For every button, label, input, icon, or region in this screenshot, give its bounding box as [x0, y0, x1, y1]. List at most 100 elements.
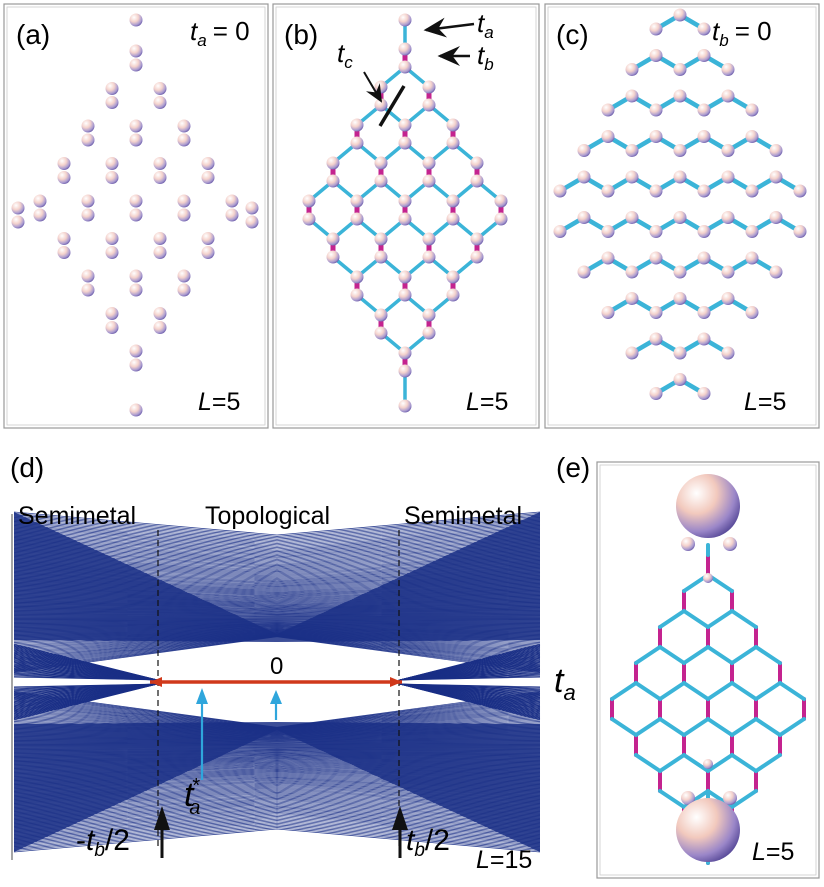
panel-e-label: (e) [556, 452, 590, 483]
tstar-label: t*a [184, 775, 200, 819]
lattice-site-sphere [674, 292, 687, 305]
lattice-site-sphere [447, 213, 460, 226]
lattice-bond [708, 719, 732, 735]
lattice-site-sphere [602, 225, 615, 238]
panel-d-label: (d) [10, 452, 44, 483]
panel-a-param: ta= 0 [190, 16, 250, 50]
lattice-site-sphere [650, 23, 663, 36]
lattice-site-sphere [681, 537, 695, 551]
lattice-site-sphere [722, 144, 735, 157]
lattice-site-sphere [399, 119, 412, 132]
panel-b: (b) ta tb tc L=5 [284, 8, 508, 416]
lattice-site-sphere [202, 232, 215, 245]
lattice-site-sphere [770, 211, 783, 224]
lattice-site-sphere [423, 327, 436, 340]
lattice-site-sphere [154, 171, 167, 184]
lattice-site-sphere [351, 119, 364, 132]
lattice-site-sphere [602, 306, 615, 319]
panel-e-sites [681, 537, 737, 805]
lattice-site-sphere [178, 270, 191, 283]
tb-label: tb [477, 40, 494, 74]
lattice-site-sphere [34, 195, 47, 208]
lattice-site-sphere [246, 216, 259, 229]
lattice-site-sphere [770, 171, 783, 184]
lattice-bond [612, 683, 636, 699]
lattice-bond [684, 647, 708, 663]
lattice-site-sphere [130, 45, 143, 58]
lattice-site-sphere [34, 209, 47, 222]
lattice-site-sphere [12, 216, 25, 229]
tstar-arrow-head [196, 688, 208, 704]
lattice-site-sphere [674, 9, 687, 22]
lattice-bond [660, 719, 684, 735]
right-transition-label: tb/2 [406, 824, 450, 861]
lattice-site-sphere [106, 82, 119, 95]
bottom-edge-state-sphere [676, 798, 740, 862]
lattice-site-sphere [351, 271, 364, 284]
lattice-site-sphere [650, 306, 663, 319]
lattice-site-sphere [722, 292, 735, 305]
lattice-site-sphere [794, 225, 807, 238]
lattice-site-sphere [746, 130, 759, 143]
lattice-site-sphere [399, 289, 412, 302]
lattice-site-sphere [770, 266, 783, 279]
panel-a-lattice [12, 14, 259, 417]
lattice-site-sphere [602, 185, 615, 198]
lattice-site-sphere [626, 63, 639, 76]
lattice-site-sphere [554, 225, 567, 238]
panel-c-size: L=5 [744, 388, 786, 416]
lattice-bond [732, 611, 756, 627]
lattice-site-sphere [106, 157, 119, 170]
lattice-site-sphere [399, 14, 412, 27]
lattice-bond [732, 647, 756, 663]
lattice-site-sphere [130, 59, 143, 72]
lattice-site-sphere [602, 252, 615, 265]
lattice-site-sphere [130, 345, 143, 358]
lattice-site-sphere [471, 251, 484, 264]
lattice-site-sphere [770, 144, 783, 157]
lattice-bond [636, 683, 660, 699]
lattice-site-sphere [423, 157, 436, 170]
panel-e: (e) L=5 [556, 452, 804, 866]
lattice-bond [732, 755, 756, 771]
lattice-site-sphere [650, 49, 663, 62]
lattice-site-sphere [226, 195, 239, 208]
panel-c-label: (c) [556, 19, 589, 50]
lattice-site-sphere [423, 251, 436, 264]
lattice-site-sphere [106, 232, 119, 245]
lattice-site-sphere [375, 157, 388, 170]
lattice-site-sphere [399, 271, 412, 284]
panel-b-lattice [303, 14, 508, 413]
lattice-site-sphere [154, 82, 167, 95]
lattice-site-sphere [130, 195, 143, 208]
lattice-bond [660, 755, 684, 771]
lattice-site-sphere [722, 171, 735, 184]
lattice-site-sphere [698, 104, 711, 117]
lattice-bond [660, 647, 684, 663]
top-edge-state-sphere [676, 474, 740, 538]
lattice-site-sphere [178, 120, 191, 133]
lattice-site-sphere [130, 284, 143, 297]
lattice-bond [636, 719, 660, 735]
lattice-site-sphere [674, 171, 687, 184]
lattice-site-sphere [375, 309, 388, 322]
lattice-site-sphere [723, 537, 737, 551]
lattice-site-sphere [650, 387, 663, 400]
lattice-site-sphere [674, 266, 687, 279]
lattice-site-sphere [447, 119, 460, 132]
lattice-site-sphere [351, 213, 364, 226]
lattice-site-sphere [423, 175, 436, 188]
lattice-site-sphere [82, 134, 95, 147]
lattice-site-sphere [626, 90, 639, 103]
lattice-site-sphere [674, 144, 687, 157]
lattice-site-sphere [698, 225, 711, 238]
lattice-site-sphere [722, 266, 735, 279]
lattice-bond [756, 683, 780, 699]
lattice-site-sphere [303, 195, 316, 208]
lattice-bond [660, 791, 684, 807]
region-right-label: Semimetal [404, 502, 522, 530]
lattice-site-sphere [650, 252, 663, 265]
lattice-site-sphere [423, 233, 436, 246]
panel-d: 0 (d) Semimetal Topological Semimetal ta… [10, 452, 576, 874]
